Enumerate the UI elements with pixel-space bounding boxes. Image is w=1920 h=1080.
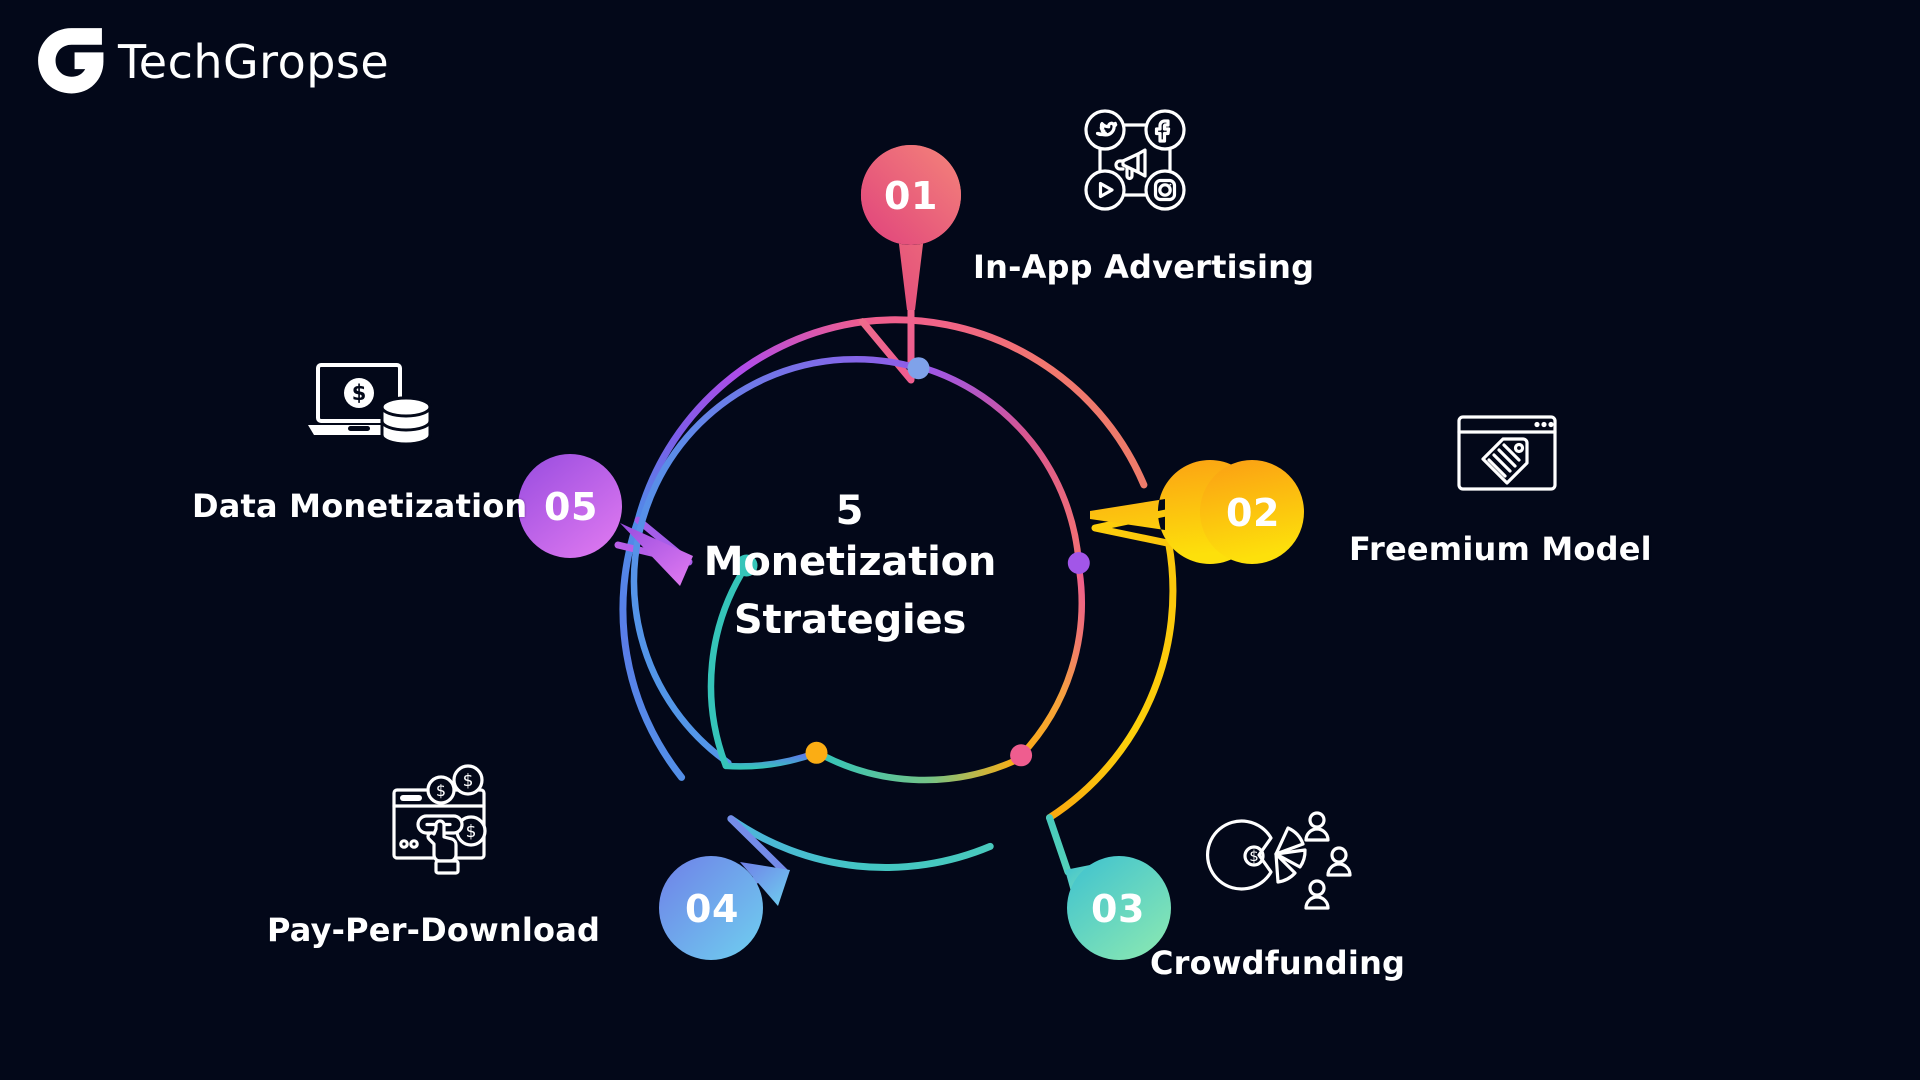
inner-arc-05 [722, 749, 820, 770]
inner-arc-04 [819, 752, 1020, 784]
svg-text:$: $ [466, 822, 477, 842]
node-label-02: Freemium Model [1349, 530, 1652, 568]
pie-chart-people-icon: $ [1206, 811, 1352, 910]
inner-dot-lower-left [805, 741, 828, 764]
node-pin-04[interactable] [659, 856, 790, 960]
brand-logo: TechGropse [32, 22, 389, 98]
brand-wordmark: TechGropse [118, 35, 390, 89]
node-label-03: Crowdfunding [1150, 944, 1406, 982]
inner-arc-02 [921, 365, 1083, 567]
click-to-pay-browser-icon: $ $ $ [392, 764, 487, 875]
techgropse-g-logo-icon [38, 28, 104, 94]
outer-ring [619, 316, 1177, 871]
inner-dot-top [907, 357, 930, 380]
inner-arc-05-tail [707, 562, 750, 770]
inner-ring-dots [735, 357, 1090, 767]
inner-dot-lower-right [1010, 744, 1033, 767]
inner-dot-right [1067, 552, 1090, 574]
inner-arc-01 [630, 355, 922, 767]
connector-01 [859, 296, 915, 384]
svg-text:$: $ [1249, 847, 1259, 865]
svg-text:$: $ [436, 781, 446, 800]
outer-arc-03-04 [727, 815, 994, 871]
inner-ring [630, 355, 1085, 784]
social-media-megaphone-icon [1084, 109, 1186, 211]
pin-connectors [614, 296, 1184, 890]
outer-arc-01-02 [859, 316, 1148, 489]
node-pin-01[interactable] [860, 145, 961, 310]
node-label-01: In-App Advertising [973, 248, 1315, 286]
node-label-05: Data Monetization [192, 487, 528, 525]
svg-text:$: $ [352, 381, 367, 405]
laptop-dollar-coins-icon: $ [308, 363, 432, 446]
node-pin-03[interactable] [1065, 856, 1171, 960]
node-label-04: Pay-Per-Download [267, 911, 601, 949]
outer-arc-04-05 [619, 516, 686, 781]
outer-arc-05-01 [634, 318, 866, 524]
inner-arc-03 [1017, 567, 1085, 759]
outer-arc-02-03 [1046, 539, 1177, 822]
price-tag-browser-icon [1457, 415, 1557, 491]
node-pin-02[interactable] [1090, 460, 1304, 564]
node-pin-05[interactable] [518, 454, 693, 586]
svg-text:$: $ [463, 771, 474, 791]
